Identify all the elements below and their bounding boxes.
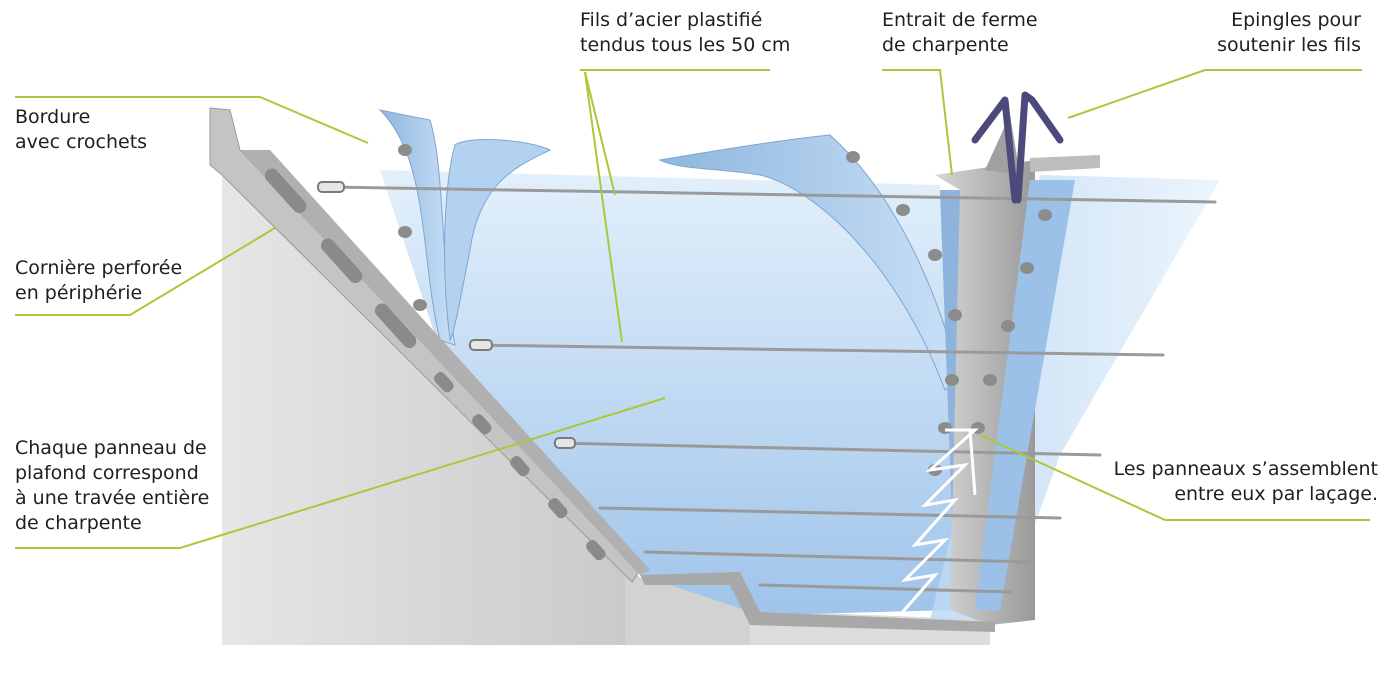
label-epingles: Epingles pour soutenir les fils [1217, 9, 1361, 56]
support-pin [971, 91, 1064, 204]
leader-lines [15, 69, 1370, 549]
angle-slots [264, 168, 606, 561]
bottom-angle [640, 572, 995, 632]
ceiling-panel [380, 170, 960, 615]
panel-strip-right [975, 180, 1075, 610]
label-bordure: Bordure avec crochets [15, 106, 148, 153]
wire-tensioners [317, 181, 576, 449]
label-fils: Fils d’acier plastifié tendus tous les 5… [580, 9, 791, 56]
wires [328, 185, 1217, 594]
lacing [898, 428, 979, 616]
label-lacage: Les panneaux s’assemblent entre eux par … [1113, 458, 1378, 505]
label-corniere: Cornière perforée en périphérie [15, 257, 183, 304]
panel-edge-left [378, 109, 456, 346]
label-entrait: Entrait de ferme de charpente [882, 9, 1038, 56]
truss-flange [1030, 155, 1100, 172]
label-panneau: Chaque panneau de plafond correspond à u… [15, 437, 210, 534]
wall [222, 158, 640, 645]
